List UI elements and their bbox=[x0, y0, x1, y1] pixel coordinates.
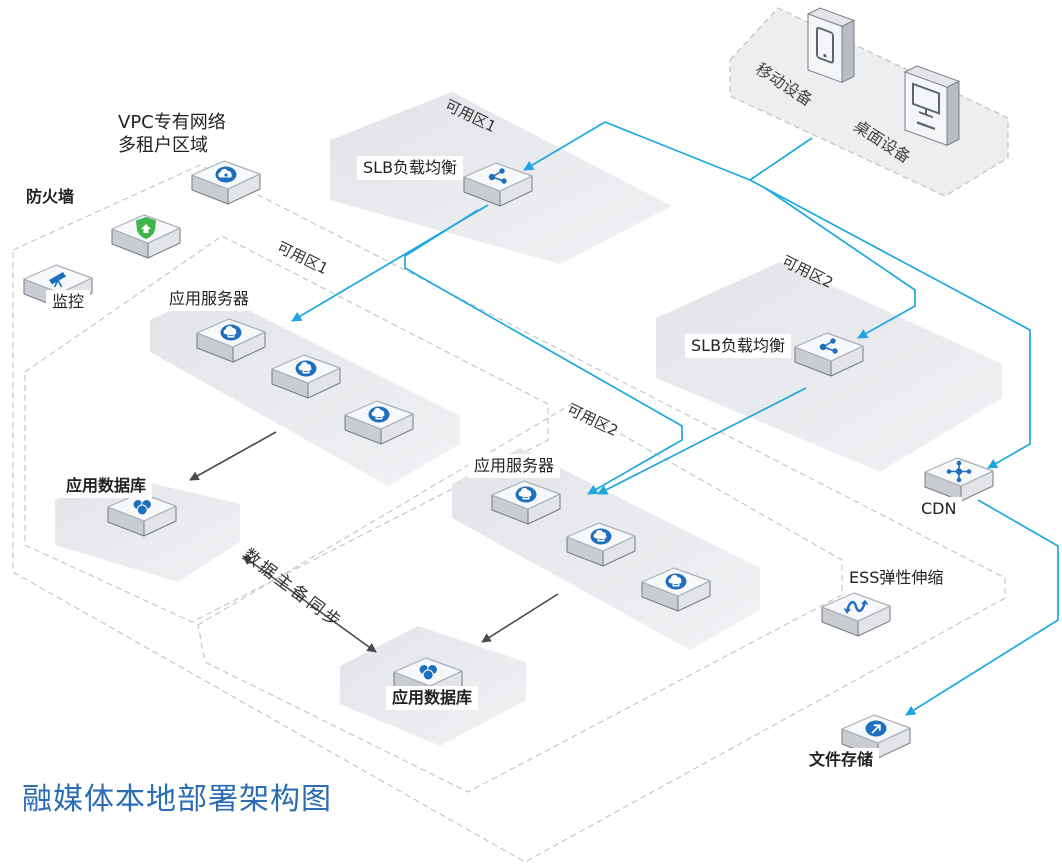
flow-devices-to-slb1 bbox=[523, 121, 813, 181]
zone2-region-outline bbox=[197, 404, 843, 793]
firewall-node bbox=[111, 214, 181, 259]
desktop-device-node bbox=[903, 65, 961, 147]
client-devices-region bbox=[729, 7, 1009, 197]
database-zone1-label: 应用数据库 bbox=[60, 474, 153, 498]
diagram-title: 融媒体本地部署架构图 bbox=[22, 782, 332, 817]
cloud-network-icon bbox=[215, 166, 237, 183]
cloud-server-icon bbox=[295, 360, 317, 377]
cdn-label: CDN bbox=[915, 497, 963, 521]
flow-slb1-to-zone2-servers bbox=[404, 209, 683, 495]
desktop-monitor-icon bbox=[912, 82, 940, 131]
vpc-label-line1: VPC专有网络 bbox=[118, 112, 226, 133]
vpc-label-line2: 多租户区域 bbox=[118, 135, 208, 156]
flow-devices-to-slb2 bbox=[764, 187, 916, 339]
slb1-label: SLB负载均衡 bbox=[357, 156, 464, 180]
mobile-device-node bbox=[806, 7, 856, 84]
zone1-region-outline bbox=[24, 235, 549, 623]
slb2-label: SLB负载均衡 bbox=[685, 334, 792, 358]
monitor-label: 监控 bbox=[46, 290, 91, 314]
mobile-phone-icon bbox=[816, 26, 834, 64]
ess-label: ESS弹性伸缩 bbox=[843, 566, 950, 590]
database-zone2-label: 应用数据库 bbox=[386, 686, 479, 710]
cloud-server-icon bbox=[590, 528, 612, 545]
cdn-node bbox=[924, 457, 994, 502]
app-servers-zone1-label: 应用服务器 bbox=[163, 287, 256, 311]
node-box bbox=[821, 592, 891, 637]
ess-node bbox=[821, 592, 891, 637]
arrow-zone2-servers-to-db bbox=[481, 593, 559, 643]
vpc-region-outline bbox=[12, 164, 1006, 863]
app-servers-zone2-label: 应用服务器 bbox=[468, 454, 561, 478]
cloud-server-icon bbox=[665, 573, 687, 590]
file-storage-label: 文件存储 bbox=[803, 748, 880, 772]
file-storage-icon bbox=[864, 719, 888, 738]
firewall-label: 防火墙 bbox=[20, 185, 81, 209]
flow-cdn-to-file-storage bbox=[905, 499, 1059, 716]
flow-slb2-to-zone2-servers bbox=[597, 387, 807, 495]
cloud-server-icon bbox=[220, 324, 242, 341]
arrow-db-sync bbox=[242, 555, 377, 653]
cloud-server-icon bbox=[368, 406, 390, 423]
vpc-node bbox=[191, 160, 261, 205]
cloud-server-icon bbox=[515, 486, 537, 503]
arrow-zone1-servers-to-db bbox=[189, 431, 277, 481]
flow-devices-to-cdn bbox=[749, 179, 1031, 469]
